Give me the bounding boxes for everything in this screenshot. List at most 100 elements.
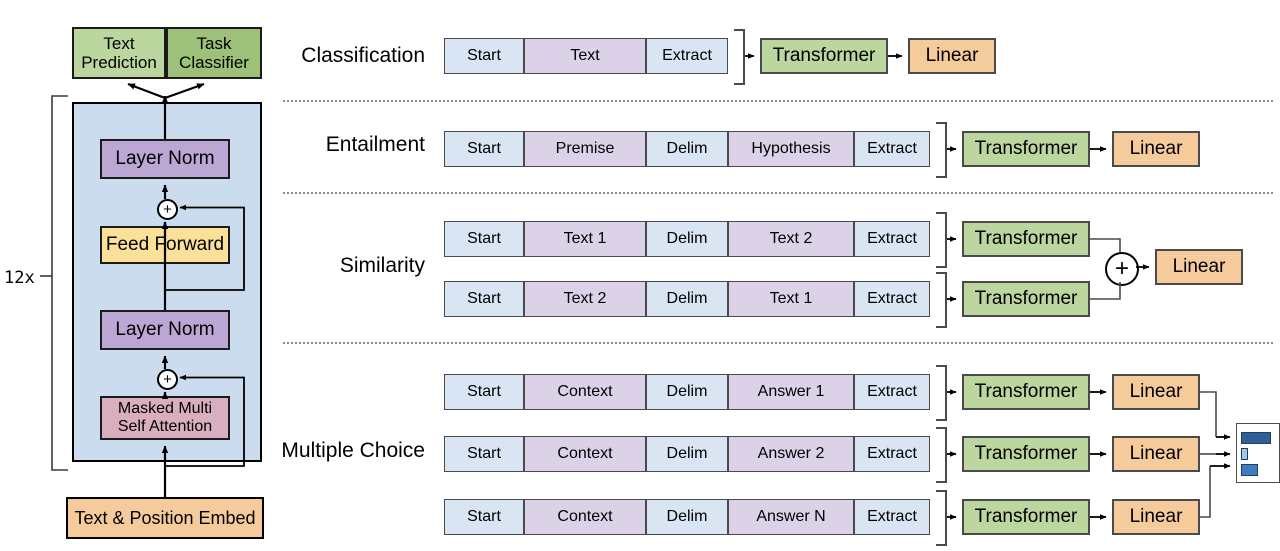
token-label: Start	[467, 230, 501, 248]
token-label: Extract	[867, 230, 917, 248]
score-bar-2	[1241, 448, 1248, 460]
token-label: Context	[557, 445, 613, 463]
token-label: Text	[570, 47, 600, 65]
token-label: Extract	[867, 140, 917, 158]
token-delim: Delim	[646, 221, 728, 257]
linear-label: Linear	[1129, 506, 1183, 528]
linear-label: Linear	[1172, 256, 1226, 278]
choice-score-chart	[1236, 423, 1280, 483]
task-label-similarity: Similarity	[339, 254, 425, 277]
token-start: Start	[444, 131, 524, 167]
token-label: Extract	[867, 508, 917, 526]
task-label-classification: Classification	[301, 44, 425, 67]
token-label: Start	[467, 290, 501, 308]
linear-label: Linear	[925, 45, 979, 67]
token-label: Start	[467, 140, 501, 158]
transformer-label: Transformer	[772, 45, 876, 67]
token-label: Start	[467, 47, 501, 65]
token-answer-2: Answer 2	[728, 436, 854, 472]
layer-norm-top: Layer Norm	[100, 139, 230, 179]
token-label: Answer 1	[757, 383, 825, 401]
linear-choice-1: Linear	[1112, 374, 1200, 410]
transformer-label: Transformer	[974, 288, 1078, 310]
linear-label: Linear	[1129, 443, 1183, 465]
section-separator-1	[283, 100, 1273, 102]
plus-glyph: +	[163, 201, 172, 218]
token-label: Extract	[662, 47, 712, 65]
token-start: Start	[444, 436, 524, 472]
transformer-choice-n: Transformer	[962, 499, 1090, 535]
score-bar-3	[1241, 464, 1258, 476]
token-delim: Delim	[646, 436, 728, 472]
token-delim: Delim	[646, 131, 728, 167]
token-text-1: Text 1	[728, 281, 854, 317]
token-label: Delim	[666, 230, 708, 248]
token-extract: Extract	[854, 281, 930, 317]
linear-entailment: Linear	[1112, 131, 1200, 167]
layer-norm-bottom-label: Layer Norm	[115, 319, 215, 341]
plus-glyph: +	[1114, 255, 1129, 282]
linear-label: Linear	[1129, 138, 1183, 160]
token-label: Answer 2	[757, 445, 825, 463]
token-label: Delim	[666, 290, 708, 308]
token-text-2: Text 2	[728, 221, 854, 257]
text-position-embed-label: Text & Position Embed	[74, 507, 256, 528]
token-extract: Extract	[854, 436, 930, 472]
task-label-multiple-choice: Multiple Choice	[281, 439, 425, 462]
token-start: Start	[444, 281, 524, 317]
transformer-label: Transformer	[974, 228, 1078, 250]
token-label: Text 1	[563, 230, 607, 248]
token-label: Context	[557, 508, 613, 526]
token-label: Hypothesis	[751, 140, 831, 158]
token-label: Extract	[867, 383, 917, 401]
repeat-count-label: 12x	[4, 268, 35, 288]
token-context: Context	[524, 374, 646, 410]
feed-forward-label: Feed Forward	[105, 234, 225, 256]
linear-classification: Linear	[908, 38, 996, 74]
token-text-1: Text 1	[524, 221, 646, 257]
section-separator-2	[283, 192, 1273, 194]
token-delim: Delim	[646, 374, 728, 410]
linear-similarity: Linear	[1155, 249, 1243, 285]
transformer-choice-2: Transformer	[962, 436, 1090, 472]
transformer-choice-1: Transformer	[962, 374, 1090, 410]
token-label: Start	[467, 383, 501, 401]
token-label: Start	[467, 445, 501, 463]
transformer-similarity-1: Transformer	[962, 221, 1090, 257]
plus-glyph: +	[163, 371, 172, 388]
token-start: Start	[444, 499, 524, 535]
similarity-add: +	[1105, 252, 1139, 286]
token-label: Delim	[666, 508, 708, 526]
token-label: Premise	[555, 140, 615, 158]
token-premise: Premise	[524, 131, 646, 167]
token-label: Text 2	[563, 290, 607, 308]
token-label: Extract	[867, 445, 917, 463]
token-context: Context	[524, 436, 646, 472]
token-answer-1: Answer 1	[728, 374, 854, 410]
token-label: Start	[467, 508, 501, 526]
token-text-2: Text 2	[524, 281, 646, 317]
transformer-label: Transformer	[974, 506, 1078, 528]
layer-norm-bottom: Layer Norm	[100, 310, 230, 350]
token-extract: Extract	[646, 38, 728, 74]
token-label: Delim	[666, 140, 708, 158]
transformer-label: Transformer	[974, 138, 1078, 160]
token-label: Extract	[867, 290, 917, 308]
transformer-entailment: Transformer	[962, 131, 1090, 167]
token-label: Answer N	[756, 508, 826, 526]
transformer-classification: Transformer	[760, 38, 888, 74]
transformer-label: Transformer	[974, 381, 1078, 403]
token-label: Context	[557, 383, 613, 401]
task-label-entailment: Entailment	[325, 133, 425, 156]
token-extract: Extract	[854, 374, 930, 410]
score-bar-1	[1241, 432, 1271, 444]
token-label: Delim	[666, 383, 708, 401]
residual-add-attention: +	[157, 369, 178, 390]
